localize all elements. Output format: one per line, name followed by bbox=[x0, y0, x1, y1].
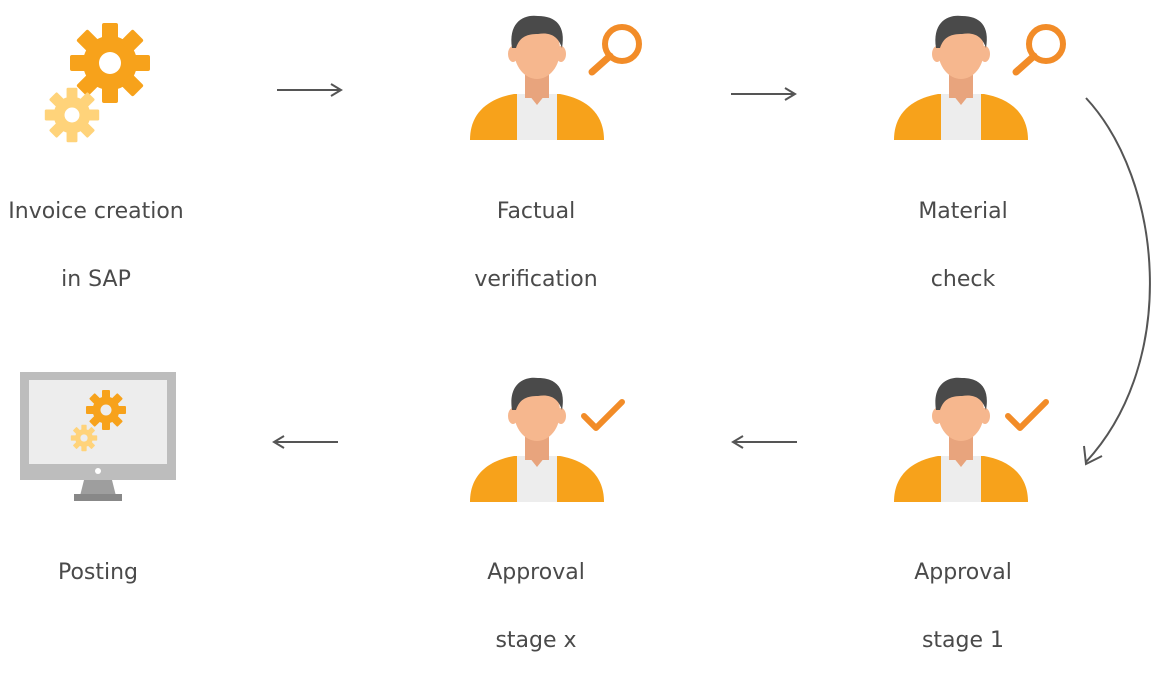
step-label-factual-verification: Factual verification bbox=[474, 199, 598, 292]
step-label-invoice-creation: Invoice creation in SAP bbox=[8, 199, 184, 292]
small-gear-icon bbox=[44, 87, 100, 143]
large-gear-icon bbox=[70, 23, 150, 103]
checkmark-icon bbox=[1005, 399, 1049, 431]
curved-arrow-down-icon bbox=[1083, 97, 1151, 466]
checkmark-icon bbox=[581, 399, 625, 431]
arrow-right-icon bbox=[277, 83, 343, 97]
person-icon bbox=[470, 377, 604, 502]
monitor-large-gear-icon bbox=[86, 390, 126, 430]
monitor-small-gear-icon bbox=[70, 424, 98, 452]
monitor-icon bbox=[20, 372, 176, 501]
magnifier-icon bbox=[1012, 24, 1066, 76]
workflow-diagram: Invoice creation in SAP bbox=[8, 15, 1151, 653]
arrow-right-icon bbox=[731, 87, 797, 101]
step-label-material-check: Material check bbox=[918, 199, 1008, 292]
step-label-approval-stage-x: Approval stage x bbox=[487, 560, 585, 653]
gears-icon bbox=[44, 23, 150, 143]
step-label-approval-stage-1: Approval stage 1 bbox=[914, 560, 1012, 653]
magnifier-icon bbox=[588, 24, 642, 76]
arrow-left-icon bbox=[272, 435, 338, 449]
person-icon bbox=[894, 377, 1028, 502]
arrow-left-icon bbox=[731, 435, 797, 449]
step-label-posting: Posting bbox=[57, 560, 139, 585]
